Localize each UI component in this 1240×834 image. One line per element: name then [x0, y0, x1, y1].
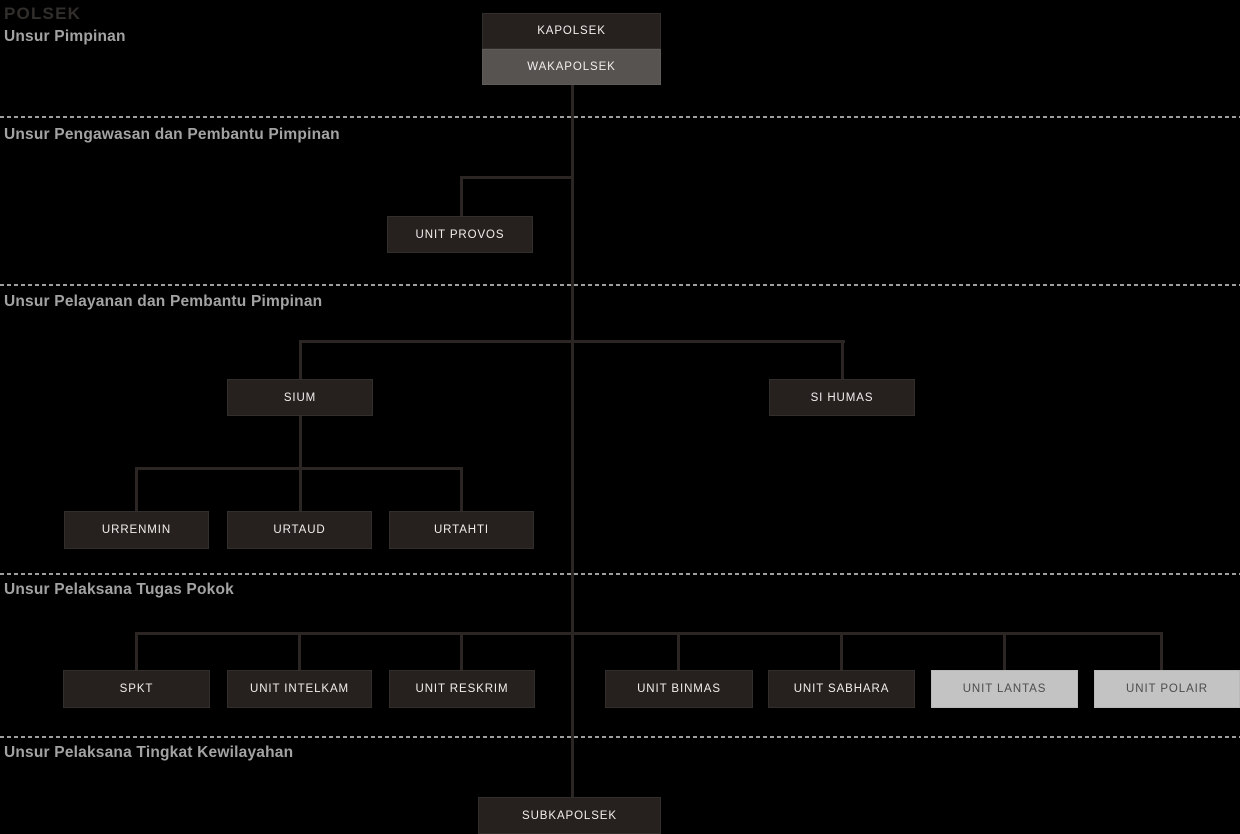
connector-line: [1003, 632, 1006, 670]
node-subkapolsek: SUBKAPOLSEK: [478, 797, 661, 834]
node-urtahti: URTAHTI: [389, 511, 534, 549]
node-unit-reskrim: UNIT RESKRIM: [389, 670, 535, 708]
connector-line: [840, 632, 843, 670]
connector-line: [298, 632, 301, 670]
node-unit-intelkam: UNIT INTELKAM: [227, 670, 372, 708]
section-label-unsur-pelaksana-tugas-pokok: Unsur Pelaksana Tugas Pokok: [4, 581, 234, 598]
node-wakapolsek: WAKAPOLSEK: [482, 49, 661, 85]
node-kapolsek: KAPOLSEK: [482, 13, 661, 49]
section-divider: [0, 116, 1240, 118]
connector-line: [299, 340, 845, 343]
connector-line: [1160, 632, 1163, 670]
node-spkt: SPKT: [63, 670, 210, 708]
connector-line: [299, 467, 302, 511]
node-si-humas: SI HUMAS: [769, 379, 915, 416]
connector-line: [135, 467, 138, 511]
section-divider: [0, 573, 1240, 575]
connector-line: [299, 340, 302, 379]
connector-line: [677, 632, 680, 670]
connector-line: [460, 176, 574, 179]
connector-line: [299, 416, 302, 470]
section-label-unsur-pimpinan: Unsur Pimpinan: [4, 28, 126, 45]
connector-line: [460, 467, 463, 511]
section-divider: [0, 284, 1240, 286]
connector-line: [460, 176, 463, 216]
connector-line: [135, 632, 138, 670]
node-urtaud: URTAUD: [227, 511, 372, 549]
section-label-unsur-pelayanan: Unsur Pelayanan dan Pembantu Pimpinan: [4, 293, 323, 310]
node-unit-sabhara: UNIT SABHARA: [768, 670, 915, 708]
node-unit-polair: UNIT POLAIR: [1094, 670, 1240, 708]
node-sium: SIUM: [227, 379, 373, 416]
section-divider: [0, 736, 1240, 738]
node-unit-lantas: UNIT LANTAS: [931, 670, 1078, 708]
connector-line: [460, 632, 463, 670]
section-label-unsur-pengawasan: Unsur Pengawasan dan Pembantu Pimpinan: [4, 126, 340, 143]
section-label-unsur-pelaksana-kewilayahan: Unsur Pelaksana Tingkat Kewilayahan: [4, 744, 294, 761]
node-unit-binmas: UNIT BINMAS: [605, 670, 753, 708]
node-unit-provos: UNIT PROVOS: [387, 216, 533, 253]
connector-line: [841, 340, 844, 379]
connector-line: [571, 85, 574, 797]
page-title: POLSEK: [4, 4, 82, 23]
connector-line: [135, 632, 1163, 635]
node-urrenmin: URRENMIN: [64, 511, 209, 549]
